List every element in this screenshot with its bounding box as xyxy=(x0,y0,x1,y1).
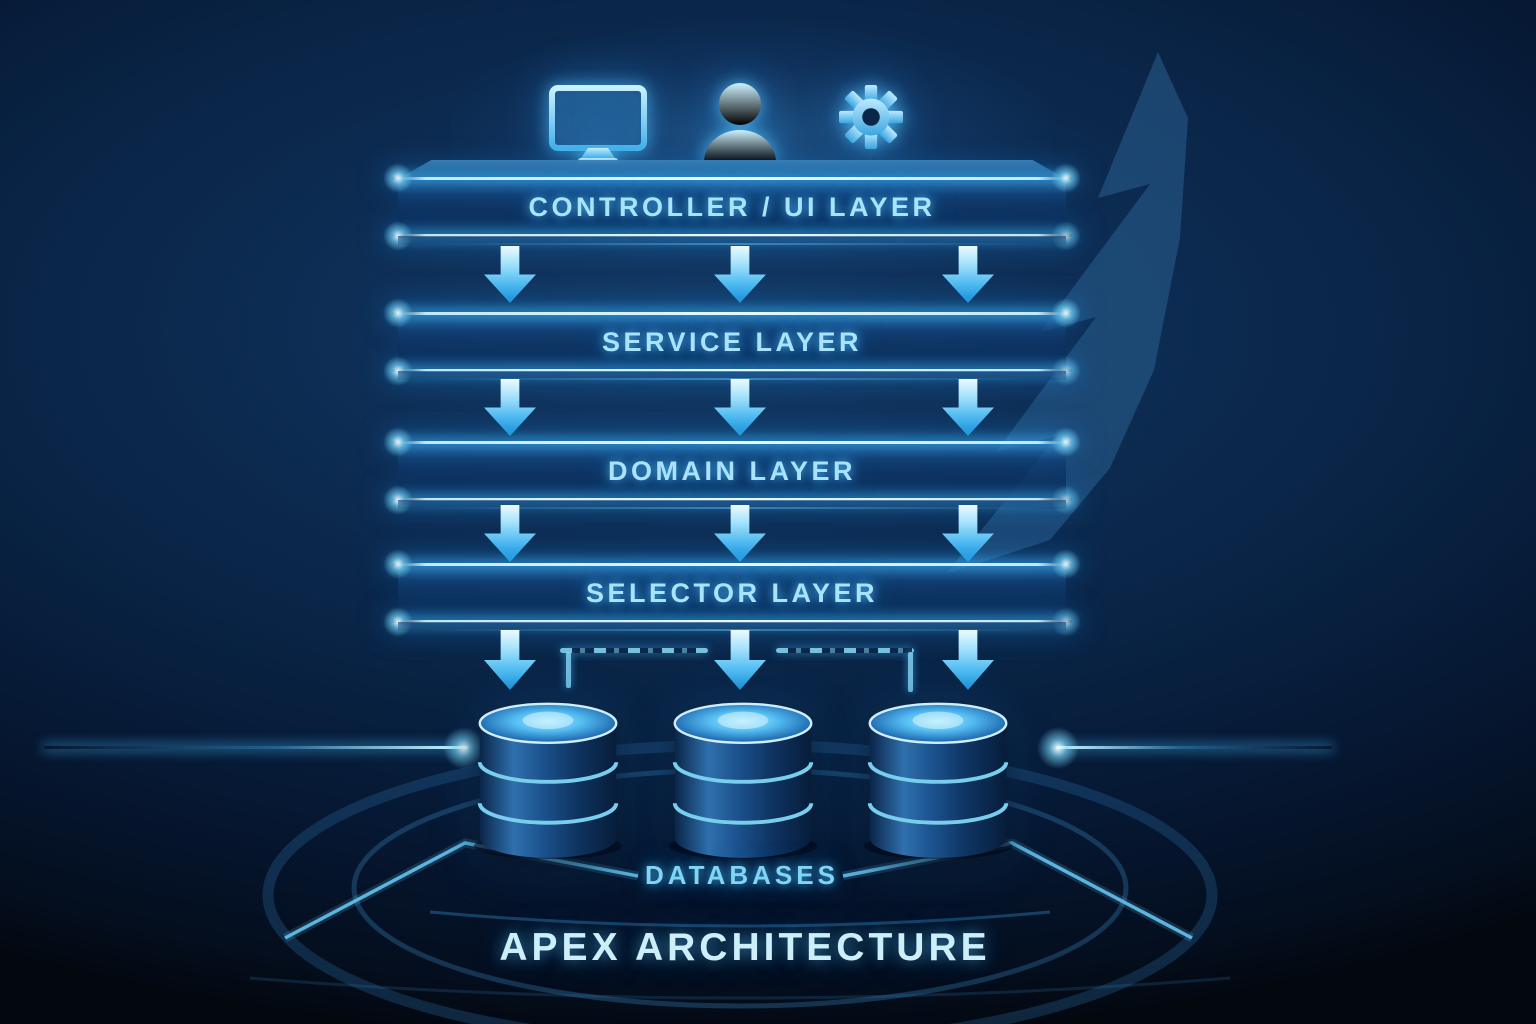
monitor-icon xyxy=(549,85,647,165)
layer-label-service: SERVICE LAYER xyxy=(601,326,863,357)
glow-edge xyxy=(392,498,1072,501)
circuit-stub xyxy=(566,652,571,688)
database-icon xyxy=(473,702,623,859)
layer-label-selector: SELECTOR LAYER xyxy=(585,577,879,608)
layer-underface xyxy=(398,236,1066,245)
database-icon xyxy=(863,702,1013,859)
layer-underface xyxy=(398,622,1066,631)
layer-bar-controller-ui: CONTROLLER / UI LAYER xyxy=(383,163,1081,251)
platform-glow-left xyxy=(282,838,639,942)
glow-edge xyxy=(392,620,1072,623)
diagram-title: APEX ARCHITECTURE xyxy=(499,926,991,969)
platform-outline-right xyxy=(842,841,1193,940)
layer-bar-domain: DOMAIN LAYER xyxy=(383,427,1081,515)
circuit-trace xyxy=(776,648,914,653)
light-streak-right xyxy=(1056,746,1332,749)
layer-bar-selector: SELECTOR LAYER xyxy=(383,549,1081,637)
gear-icon xyxy=(839,85,903,149)
floor-line-far xyxy=(249,976,1231,1000)
glow-edge xyxy=(392,563,1072,566)
layer-label-controller-ui: CONTROLLER / UI LAYER xyxy=(528,191,936,222)
circuit-stub xyxy=(908,652,913,692)
floor-line-mid xyxy=(429,910,1051,928)
circuit-trace xyxy=(560,648,708,653)
glow-edge xyxy=(392,441,1072,444)
layer-bar-service: SERVICE LAYER xyxy=(383,298,1081,386)
light-flare-right xyxy=(1036,726,1080,770)
layer-label-domain: DOMAIN LAYER xyxy=(607,455,857,486)
glow-edge xyxy=(392,234,1072,237)
glow-edge xyxy=(392,177,1072,180)
user-icon xyxy=(704,83,776,162)
platform-glow-right xyxy=(842,838,1195,942)
light-streak-left xyxy=(44,746,468,749)
layer-underface xyxy=(398,371,1066,380)
databases-label: DATABASES xyxy=(645,860,839,890)
glow-edge xyxy=(392,369,1072,372)
database-icon xyxy=(668,702,818,859)
platform-outline-left xyxy=(284,841,639,940)
glow-edge xyxy=(392,312,1072,315)
stack-top-face xyxy=(398,160,1066,179)
